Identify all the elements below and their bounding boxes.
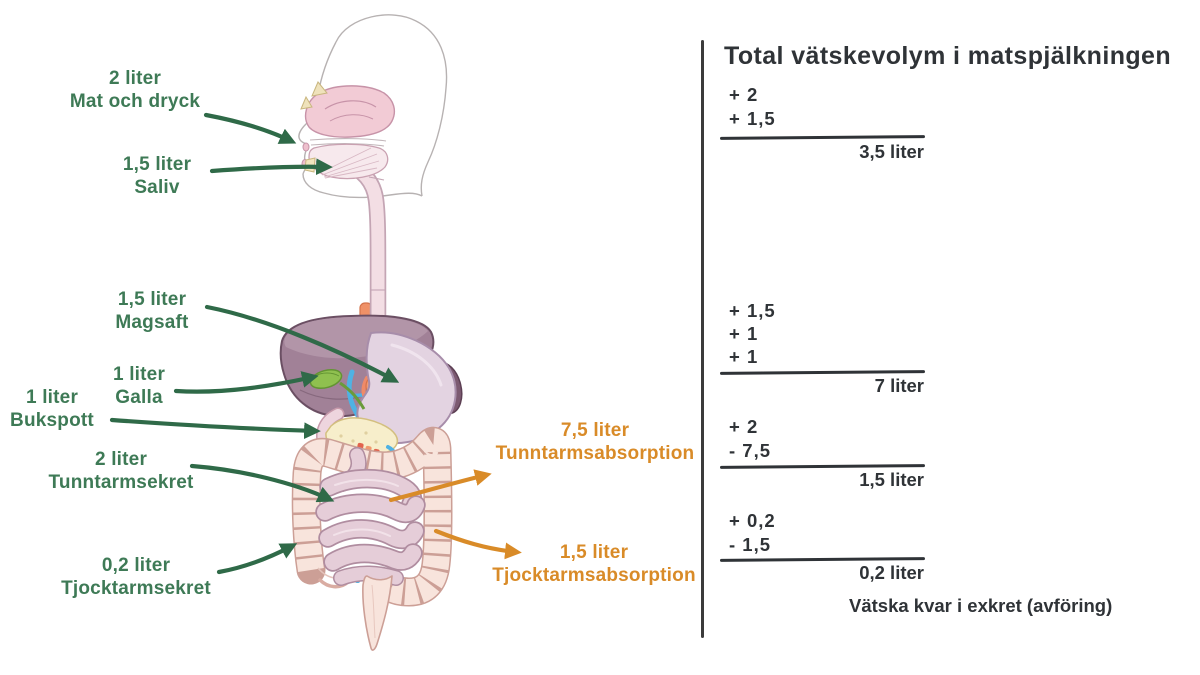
nasal-cavity xyxy=(300,81,396,138)
label-amount: 1 liter xyxy=(112,364,166,385)
arrow-tjocktarmsekret xyxy=(216,543,298,575)
calc-result: 1,5 liter xyxy=(859,469,924,490)
calc-entry: + 1,5 xyxy=(729,108,776,129)
arrow-tunntarmsekret xyxy=(189,463,335,503)
arrow-mat-och-dryck xyxy=(203,112,297,144)
label-amount: 2 liter xyxy=(94,449,148,470)
label-tjocktarmsekret: 0,2 liter Tjocktarmsekret xyxy=(16,554,256,600)
arrow-saliv xyxy=(209,158,333,176)
arrow-tunntarmsabsorption xyxy=(388,469,492,503)
label-magsaft: 1,5 liter Magsaft xyxy=(32,288,272,334)
calc-title: Total vätskevolym i matspjälkningen xyxy=(724,42,1172,70)
calc-result: 3,5 liter xyxy=(859,141,924,162)
calc-sum-line xyxy=(719,135,926,140)
label-name: Mat och dryck xyxy=(69,91,201,112)
label-galla: 1 liter Galla xyxy=(19,363,259,409)
calc-entry: - 7,5 xyxy=(729,440,772,461)
label-name: Tjocktarmsabsorption xyxy=(492,565,696,586)
calc-entry: + 2 xyxy=(729,416,759,437)
calc-result: 7 liter xyxy=(874,375,924,396)
stomach xyxy=(356,331,457,445)
label-name: Magsaft xyxy=(115,312,189,333)
bile-duct xyxy=(339,381,366,410)
large-intestine xyxy=(291,427,453,607)
calc-entry: + 1 xyxy=(729,346,759,367)
calc-entry: + 2 xyxy=(729,84,759,105)
arrow-bukspott xyxy=(109,417,321,440)
calc-result: 0,2 liter xyxy=(859,562,924,583)
small-intestine xyxy=(315,447,426,586)
arrow-galla xyxy=(173,371,319,394)
label-amount: 1,5 liter xyxy=(559,542,629,563)
label-amount: 1 liter xyxy=(25,387,79,408)
palate-bone xyxy=(311,81,328,97)
label-name: Galla xyxy=(115,387,163,408)
calc-footnote: Vätska kvar i exkret (avföring) xyxy=(849,595,1113,616)
label-name: Tjocktarmsekret xyxy=(61,578,211,599)
label-amount: 1,5 liter xyxy=(122,154,192,175)
calc-entry: - 1,5 xyxy=(729,534,772,555)
calc-entry: + 1 xyxy=(729,323,759,344)
label-name: Tunntarmsekret xyxy=(48,472,194,493)
arrow-magsaft xyxy=(204,304,400,383)
label-saliv: 1,5 liter Saliv xyxy=(37,153,277,199)
absorption-arrows xyxy=(388,469,522,560)
upper-lip xyxy=(302,142,310,152)
calc-entry: + 1,5 xyxy=(729,300,776,321)
label-amount: 2 liter xyxy=(108,68,162,89)
label-name: Bukspott xyxy=(10,410,94,431)
label-amount: 1,5 liter xyxy=(117,289,187,310)
label-name: Saliv xyxy=(134,177,180,198)
label-amount: 7,5 liter xyxy=(560,420,630,441)
secretion-arrows xyxy=(109,112,400,575)
oral-cavity xyxy=(301,142,389,180)
label-tunntarmsabsorption: 7,5 liter Tunntarmsabsorption xyxy=(475,419,715,465)
label-mat-och-dryck: 2 liter Mat och dryck xyxy=(15,67,255,113)
label-bukspott: 1 liter Bukspott xyxy=(0,386,152,432)
divider-line xyxy=(701,40,704,638)
label-tjocktarmsabsorption: 1,5 liter Tjocktarmsabsorption xyxy=(474,541,714,587)
label-name: Tunntarmsabsorption xyxy=(495,443,695,464)
esophagus xyxy=(336,154,387,347)
calc-entry: + 0,2 xyxy=(729,510,776,531)
digestive-system-illustration xyxy=(109,14,522,651)
label-amount: 0,2 liter xyxy=(101,555,171,576)
rectum xyxy=(362,575,393,651)
arrow-tjocktarmsabsorption xyxy=(433,528,522,560)
label-tunntarmsekret: 2 liter Tunntarmsekret xyxy=(1,448,241,494)
